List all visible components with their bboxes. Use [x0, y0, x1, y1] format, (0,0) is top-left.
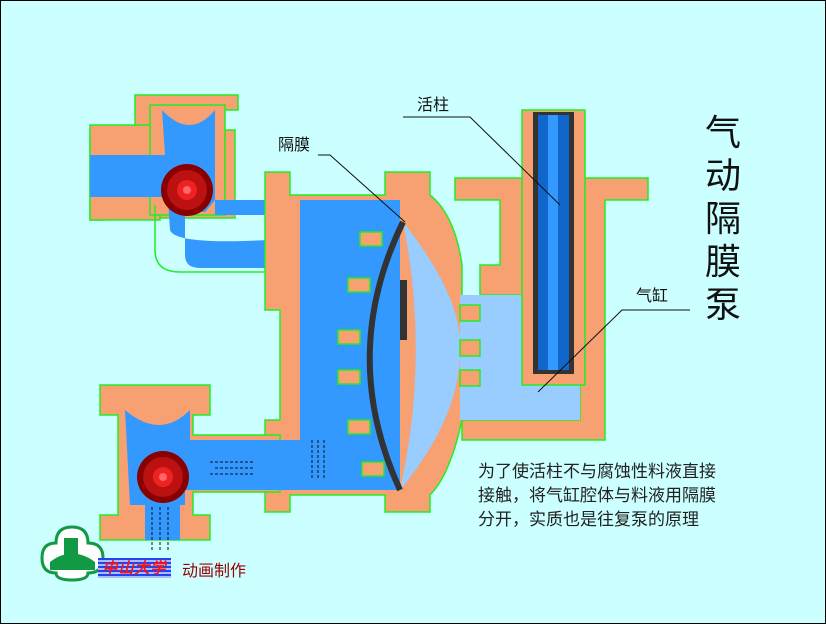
university-name-logo: 中山大学 — [98, 558, 171, 578]
lower-valve-fluid — [125, 410, 300, 540]
description: 为了使活柱不与腐蚀性料液直接 接触，将气缸腔体与料液用隔膜 分开，实质也是往复泵… — [478, 460, 716, 532]
lower-ball-valve — [137, 451, 189, 503]
diaphragm — [366, 220, 406, 492]
diaphragm-plate — [400, 280, 407, 340]
title-char: 气 — [705, 113, 742, 154]
flow-arrows — [151, 440, 325, 550]
title-char: 动 — [705, 156, 742, 197]
piston-leader — [403, 116, 561, 206]
credit-text: 动画制作 — [182, 561, 247, 580]
diaphragm-label: 隔膜 — [278, 135, 311, 154]
diagram-title: 气 动 隔 膜 泵 — [705, 112, 745, 327]
university-emblem — [40, 525, 105, 582]
outlet-pipe — [90, 155, 170, 197]
diaphragm-leader — [318, 154, 406, 223]
description-line: 接触，将气缸腔体与料液用隔膜 — [478, 486, 716, 506]
upper-ball-valve — [161, 164, 213, 216]
description-line: 分开，实质也是往复泵的原理 — [478, 510, 699, 530]
cylinder-leader — [537, 309, 690, 393]
piston-label: 活柱 — [417, 95, 450, 114]
cylinder-label: 气缸 — [636, 286, 669, 305]
upper-channel — [162, 110, 270, 268]
title-char: 隔 — [705, 199, 742, 240]
title-char: 泵 — [705, 285, 742, 326]
description-line: 为了使活柱不与腐蚀性料液直接 — [478, 462, 716, 482]
title-char: 膜 — [705, 242, 742, 283]
